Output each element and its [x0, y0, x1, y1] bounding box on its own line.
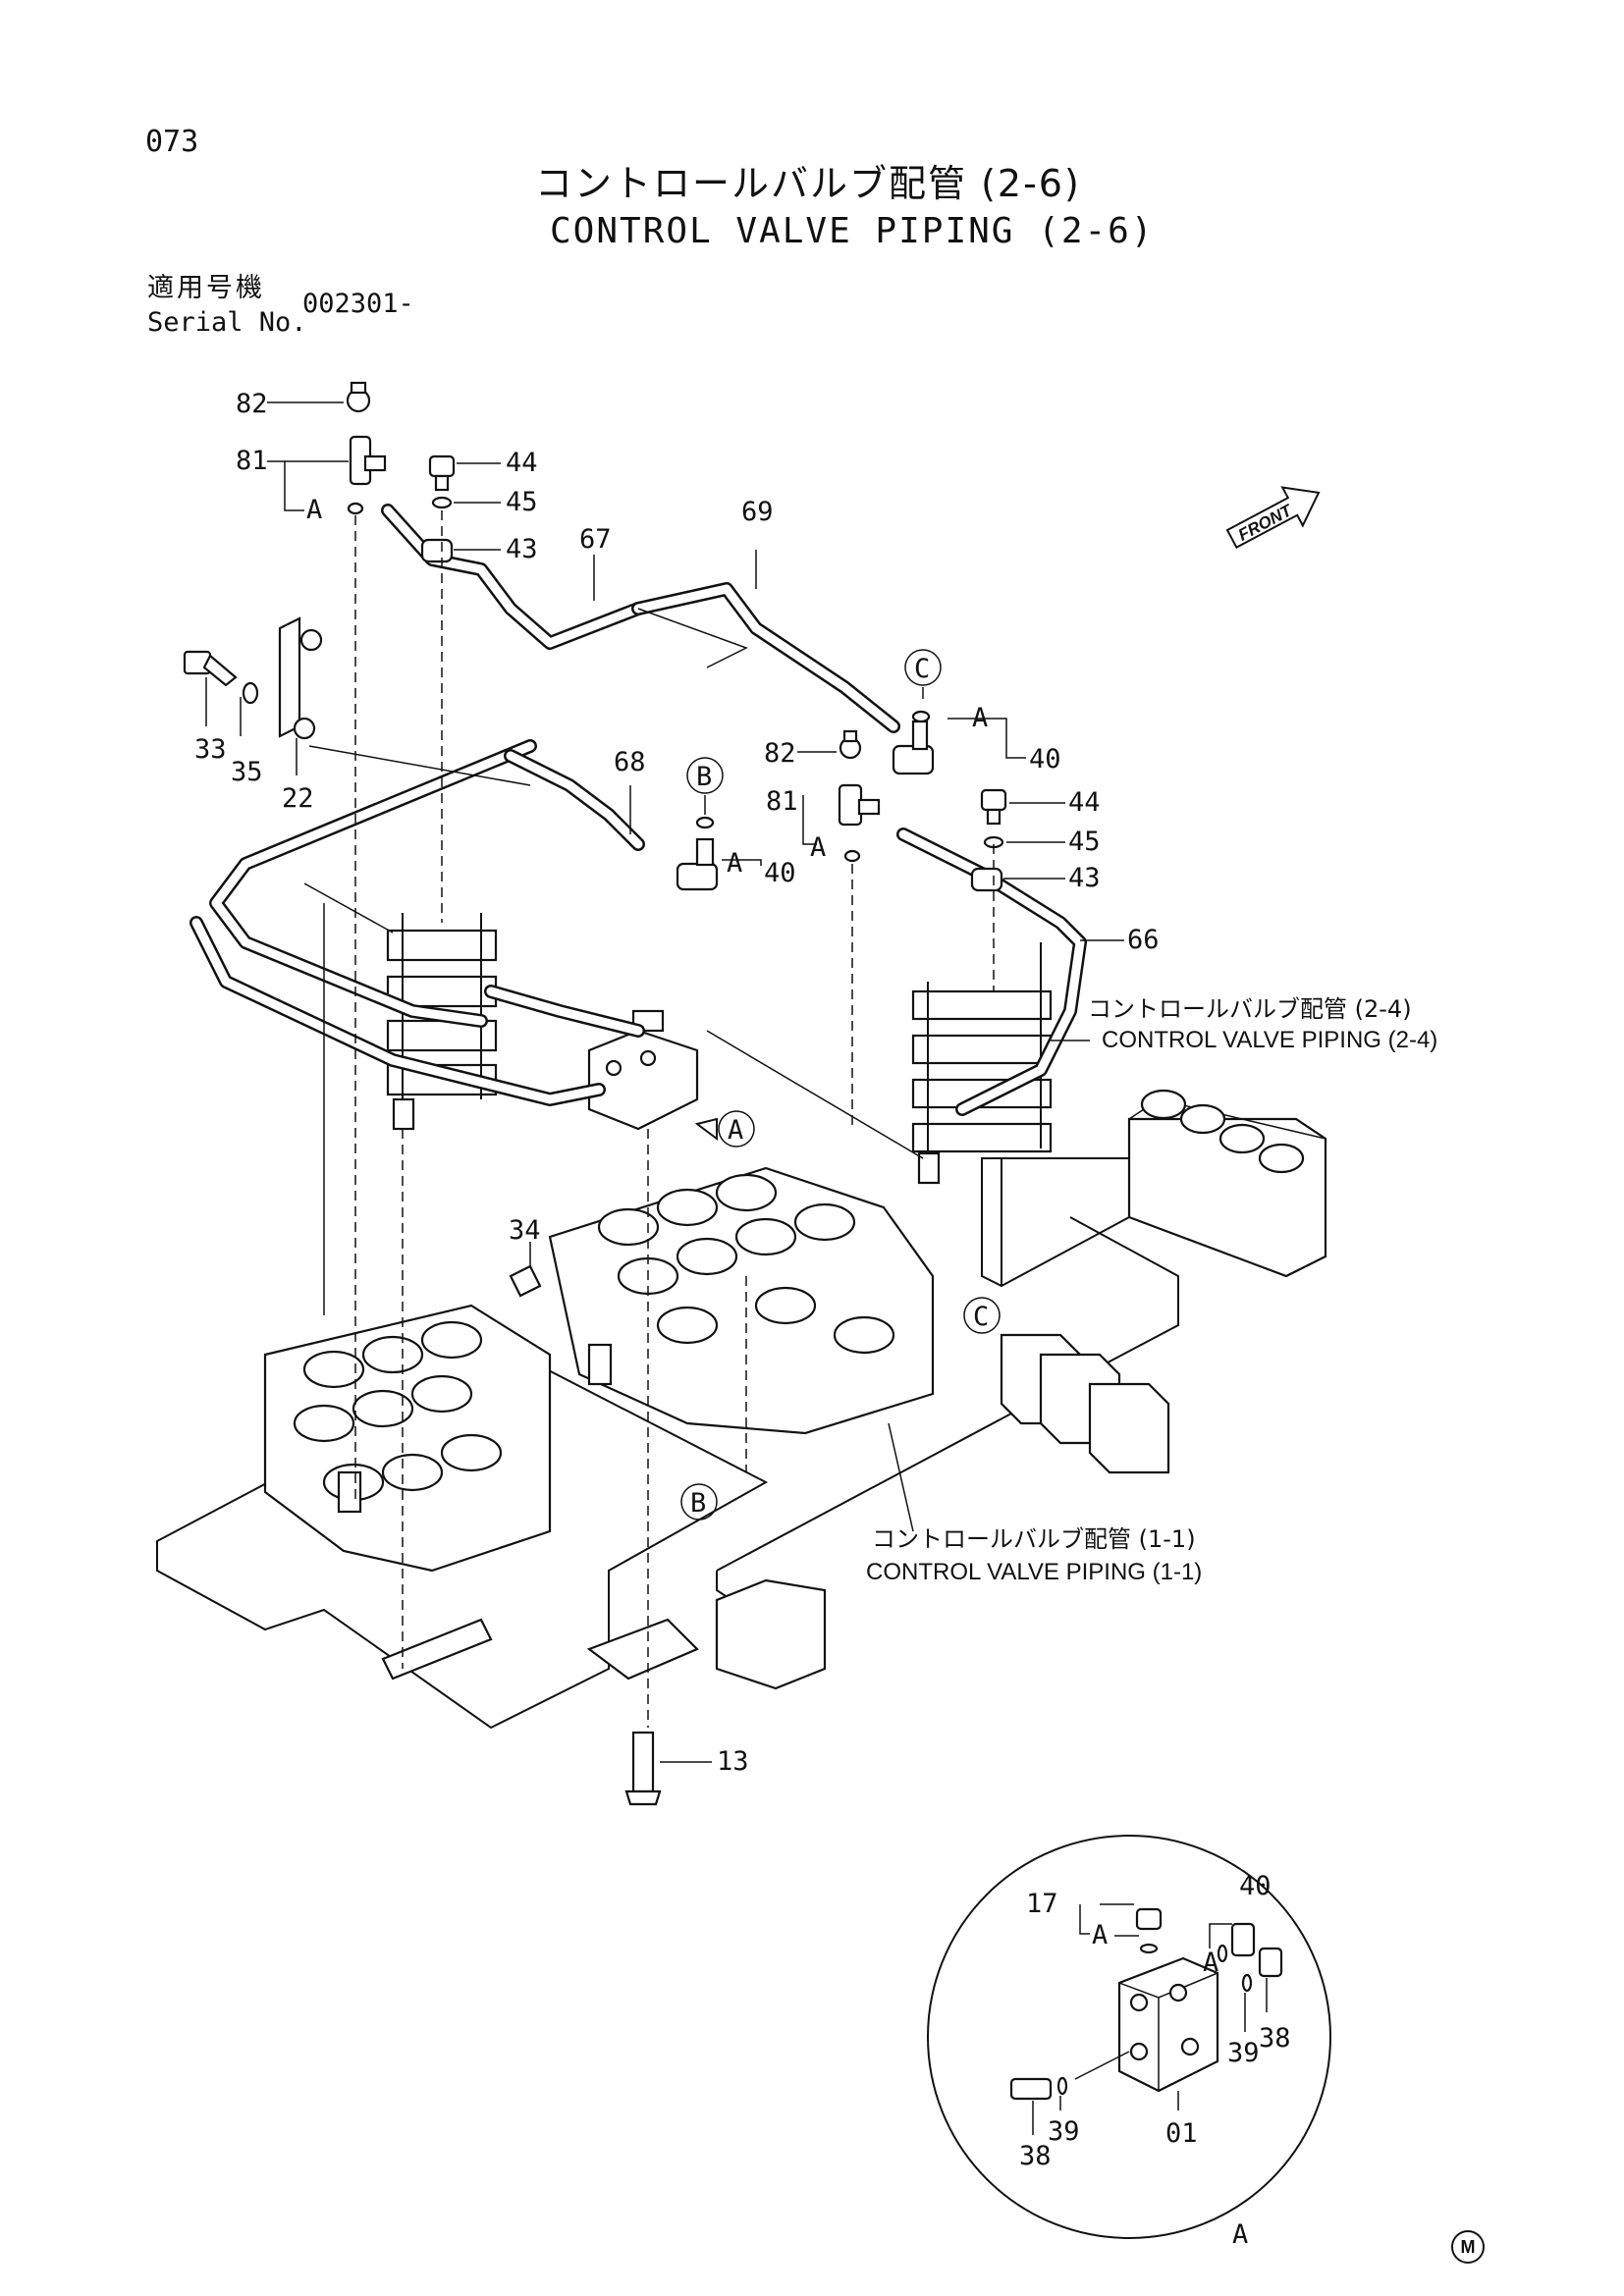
nut-34	[509, 1264, 542, 1298]
o-ring-a-right	[843, 849, 861, 863]
washer-45-top-left	[431, 496, 453, 509]
nut-43-right	[970, 867, 1003, 892]
detail-callout-38-b: 38	[1019, 2141, 1052, 2171]
detail-callout-40: 40	[1239, 1871, 1272, 1901]
fitting-81-right	[838, 783, 881, 827]
fitting-40-right	[892, 720, 935, 775]
solenoid-box-group	[1000, 1333, 1170, 1474]
reference-lines	[303, 510, 995, 1728]
callout-b-1: B	[696, 762, 712, 792]
detail-callout-a-6: A	[1203, 1948, 1218, 1978]
page-number: 073	[145, 125, 199, 159]
page-title-japanese: コントロールバルブ配管 (2-6)	[535, 162, 1081, 205]
o-ring-a-top-left	[347, 502, 364, 515]
serial-label-english: Serial No.	[147, 307, 307, 338]
fitting-81-top-left	[349, 435, 387, 486]
pilot-valve-block-right	[1127, 1089, 1327, 1278]
callout-43-b: 43	[1068, 863, 1101, 893]
callout-67: 67	[579, 524, 612, 555]
callout-circle-b-1	[686, 757, 724, 794]
callout-labels: 82 81 A 44 45 43 67 69 33 35 22 68 B A 4…	[194, 389, 1160, 1777]
junction-block	[587, 1009, 699, 1131]
callout-33: 33	[194, 734, 227, 765]
callout-b-2: B	[690, 1488, 706, 1519]
callout-a-1: A	[306, 495, 322, 525]
o-ring-b	[695, 816, 715, 829]
callout-22: 22	[282, 783, 314, 814]
detail-callout-01: 01	[1165, 2118, 1198, 2149]
callout-c-1: C	[914, 654, 930, 684]
callout-34: 34	[509, 1215, 541, 1246]
callout-a-2: A	[727, 848, 742, 879]
callout-40-a: 40	[764, 858, 796, 888]
ref-cv-piping-1-1-jp: コントロールバルブ配管 (1-1)	[872, 1525, 1196, 1553]
control-valve-left	[263, 1304, 552, 1573]
callout-81-b: 81	[766, 786, 798, 817]
o-ring-c	[911, 710, 931, 723]
callout-a-4: A	[810, 832, 826, 863]
callout-44-a: 44	[506, 448, 538, 478]
manifold-stack-right	[911, 942, 1053, 1185]
plate-bottom-left	[381, 1618, 699, 1681]
callout-68: 68	[614, 747, 646, 777]
fitting-40-68	[676, 837, 719, 891]
callout-82-b: 82	[764, 738, 796, 769]
callout-82-a: 82	[236, 389, 268, 419]
callout-circle-c-2	[963, 1297, 1001, 1334]
callout-circle-a-ref	[718, 1110, 755, 1148]
detail-callout-39-b: 39	[1048, 2116, 1080, 2147]
serial-label-japanese: 適用号機	[147, 273, 265, 303]
callout-45-b: 45	[1068, 827, 1101, 857]
control-valve-right	[548, 1166, 935, 1435]
pipes	[189, 504, 1087, 1116]
page-title-english: CONTROL VALVE PIPING (2-6)	[550, 211, 1155, 251]
detail-view-a: 17 A 40 A 39 38 39 38 01 A	[927, 1835, 1331, 2250]
callout-35: 35	[231, 757, 263, 787]
detail-callout-a-5: A	[1092, 1920, 1108, 1950]
fitting-82-top-left	[346, 381, 371, 413]
bolt-33	[183, 650, 238, 687]
bolt-13	[624, 1731, 662, 1806]
front-arrow-icon: FRONT	[1225, 486, 1321, 550]
view-arrow-icon	[694, 1117, 718, 1141]
ref-cv-piping-2-4-jp: コントロールバルブ配管 (2-4)	[1088, 995, 1412, 1023]
callout-circle-c-1	[904, 649, 942, 686]
callout-a-ref: A	[728, 1115, 743, 1146]
detail-callout-39-a: 39	[1227, 2038, 1260, 2068]
washer-35	[242, 681, 259, 705]
callout-45-a: 45	[506, 487, 538, 517]
callout-66: 66	[1127, 925, 1160, 955]
bracket-22	[278, 616, 323, 740]
fitting-82-right	[839, 729, 862, 760]
serial-number-value: 002301-	[302, 289, 414, 319]
ref-cv-piping-2-4-en: CONTROL VALVE PIPING (2-4)	[1102, 1027, 1438, 1053]
callout-43-a: 43	[506, 534, 538, 564]
callout-a-3: A	[972, 703, 988, 733]
callout-81-a: 81	[236, 446, 268, 476]
callout-44-b: 44	[1068, 787, 1101, 818]
leader-lines	[205, 401, 1124, 1763]
front-label: FRONT	[1235, 501, 1296, 545]
callout-circle-b-2	[680, 1483, 718, 1521]
detail-callout-17: 17	[1026, 1889, 1058, 1919]
plug-44-right	[980, 788, 1007, 826]
plug-44-top-left	[428, 454, 456, 492]
detail-view-label-a: A	[1232, 2219, 1248, 2250]
ref-cv-piping-1-1-en: CONTROL VALVE PIPING (1-1)	[866, 1559, 1203, 1585]
detail-callout-38-a: 38	[1259, 2023, 1291, 2054]
footer-m-mark: M	[1451, 2230, 1485, 2264]
nut-43-top-left	[420, 538, 454, 563]
callout-c-2: C	[973, 1302, 989, 1332]
callout-40-b: 40	[1029, 744, 1061, 774]
battery-box	[715, 1578, 827, 1690]
callout-69: 69	[741, 497, 774, 527]
callout-13: 13	[717, 1746, 749, 1777]
